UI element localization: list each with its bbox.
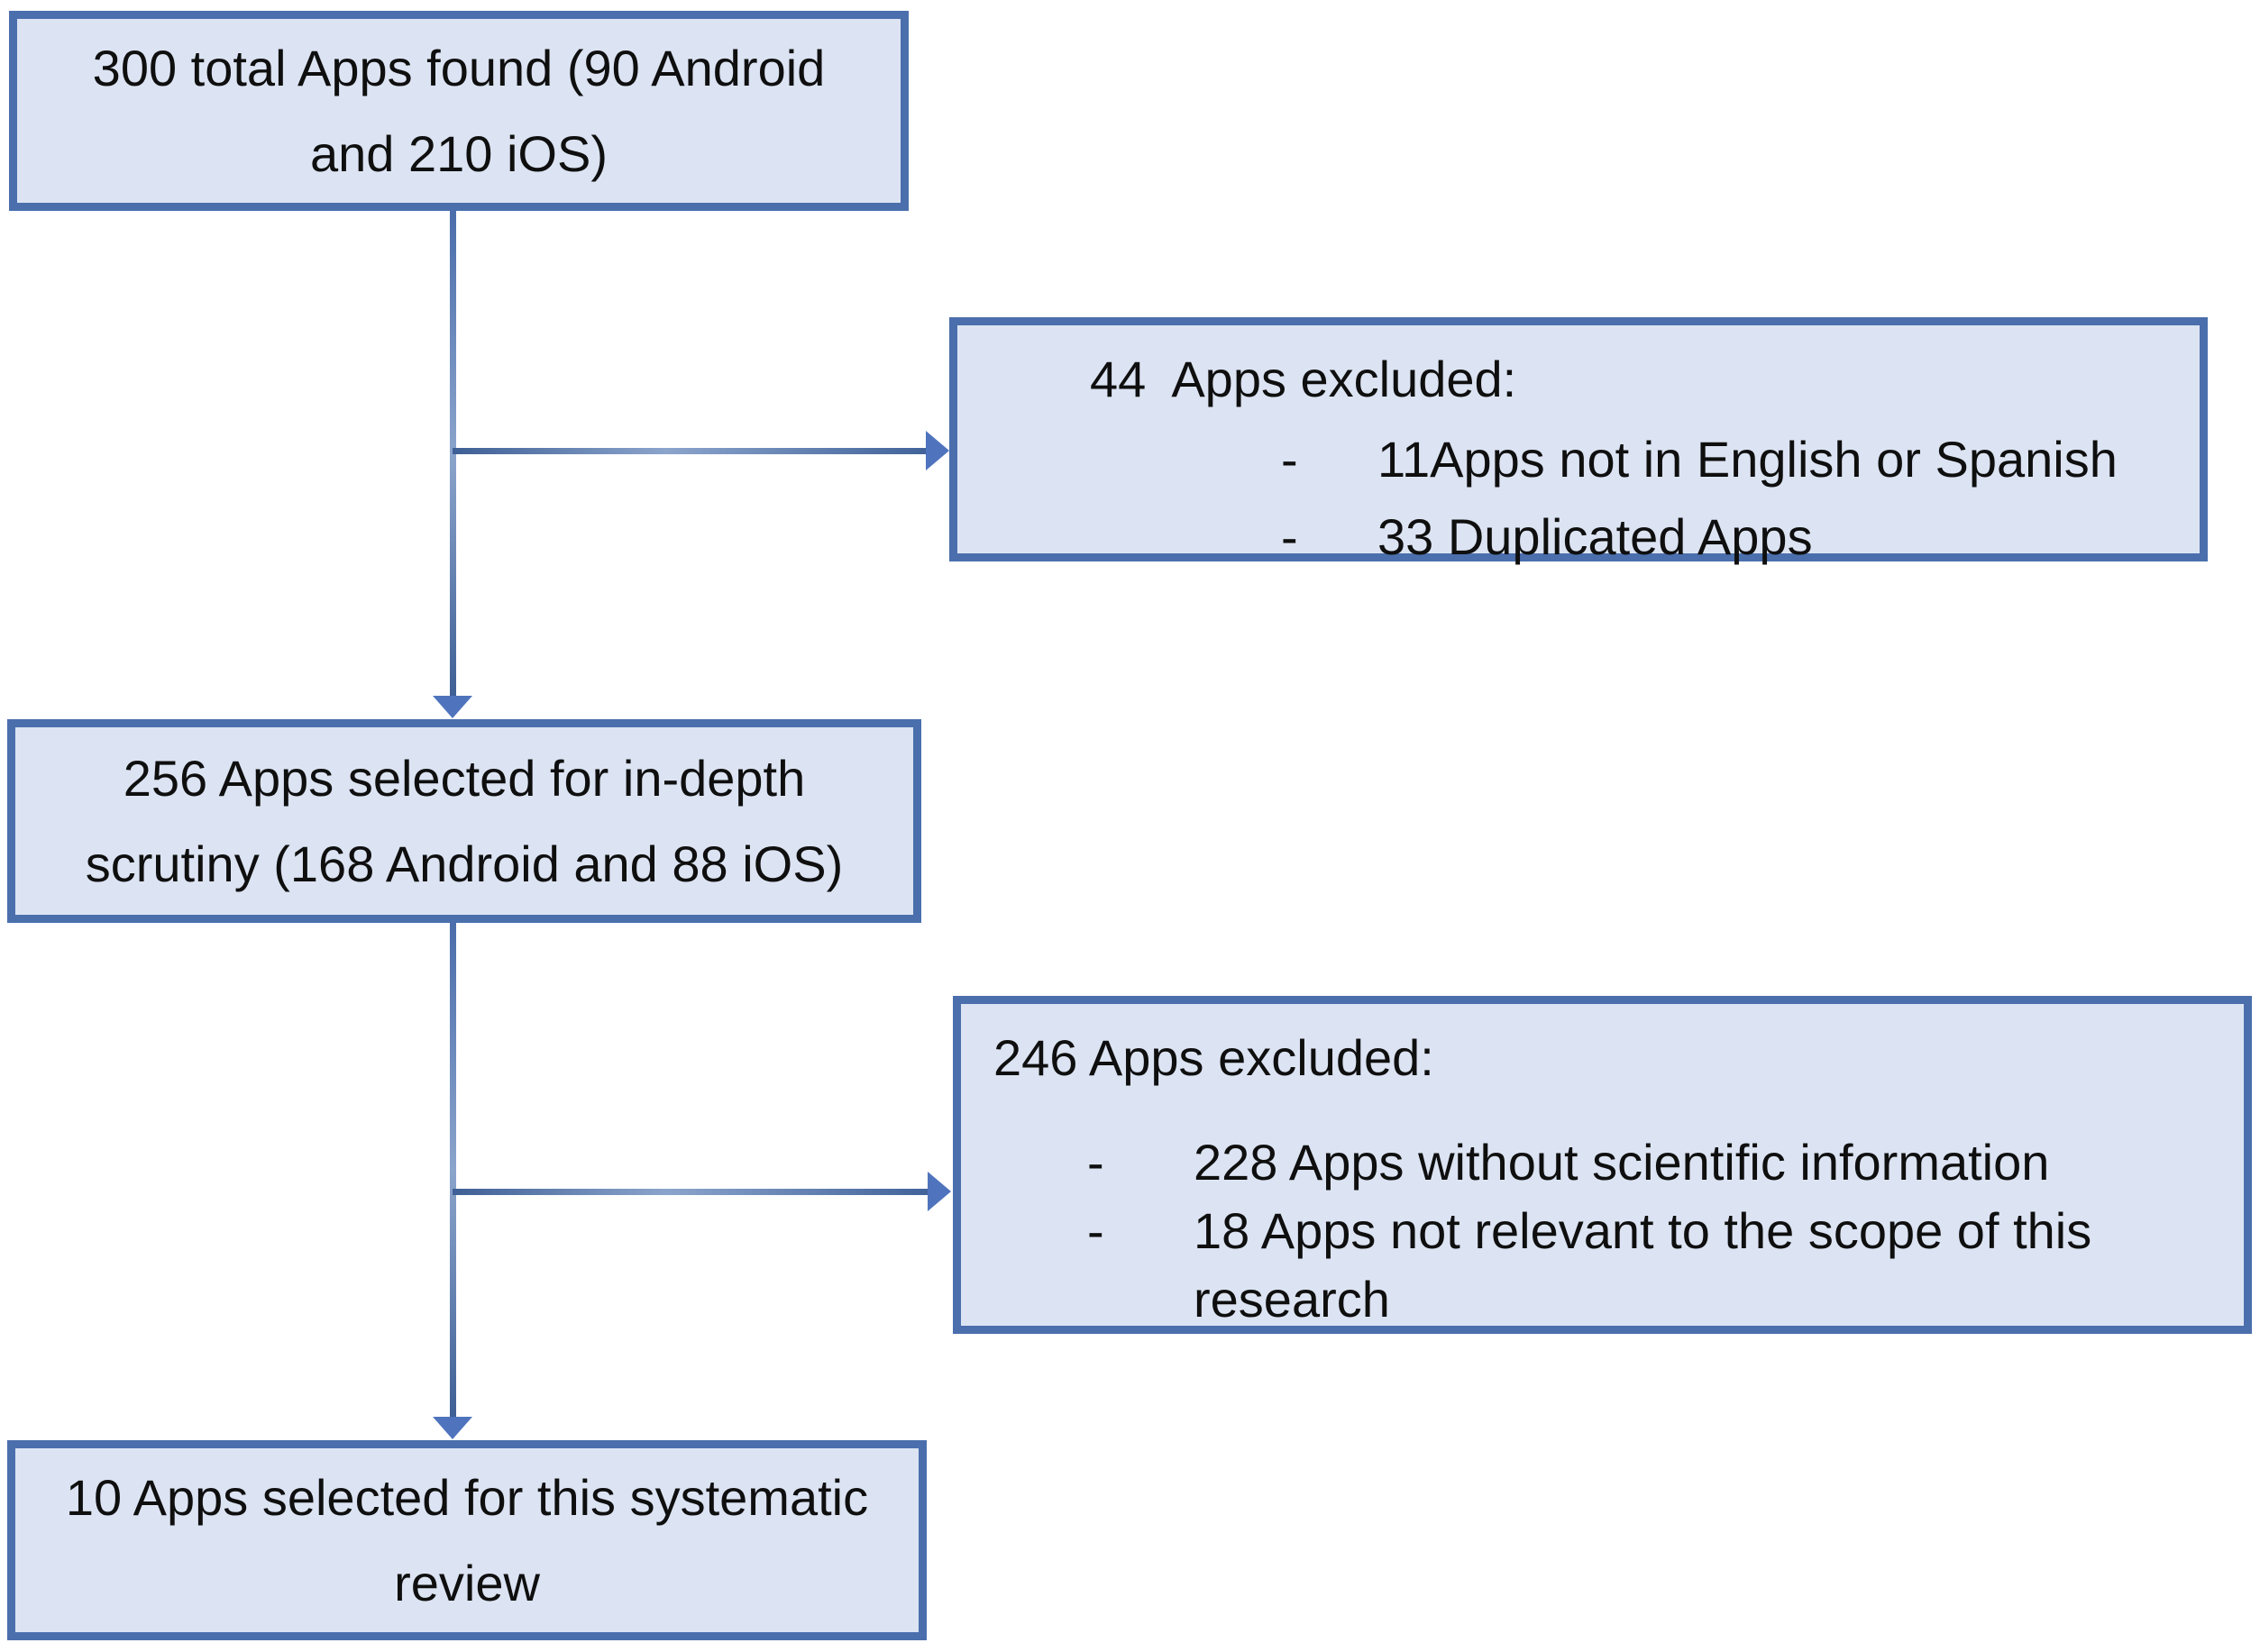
connector-to-second-exclusion [453, 1189, 929, 1195]
first-exclusion-list: - 11Apps not in English or Spanish - 33 … [957, 421, 2200, 576]
bullet-dash: - [1087, 1134, 1104, 1191]
first-exclusion-item-duplicates: 33 Duplicated Apps [1377, 508, 1813, 565]
total-apps-found-text: 300 total Apps found (90 Android and 210… [92, 40, 826, 182]
arrow-right-icon [926, 431, 949, 470]
bullet-dash: - [1281, 431, 1298, 488]
bullet-dash: - [1087, 1202, 1104, 1259]
connector-scrutiny-to-final [450, 923, 456, 1419]
list-item: - 18 Apps not relevant to the scope of t… [961, 1197, 2244, 1334]
second-exclusion-item-no-science: 228 Apps without scientific information [1194, 1134, 2050, 1191]
arrow-right-icon [928, 1172, 951, 1211]
arrow-down-icon [433, 696, 472, 718]
list-item: - 228 Apps without scientific informatio… [961, 1128, 2244, 1197]
apps-selected-scrutiny-box: 256 Apps selected for in-depth scrutiny … [7, 719, 921, 923]
first-exclusion-box: 44 Apps excluded: - 11Apps not in Englis… [949, 317, 2208, 565]
second-exclusion-item-not-relevant: 18 Apps not relevant to the scope of thi… [1194, 1202, 2092, 1328]
apps-selected-final-box: 10 Apps selected for this systematic rev… [7, 1440, 927, 1640]
arrow-down-icon [433, 1417, 472, 1439]
apps-selected-scrutiny-text: 256 Apps selected for in-depth scrutiny … [85, 750, 844, 892]
apps-selected-final-text: 10 Apps selected for this systematic rev… [65, 1469, 869, 1611]
second-exclusion-heading: 246 Apps excluded: [993, 1029, 1434, 1086]
total-apps-found-box: 300 total Apps found (90 Android and 210… [9, 11, 909, 211]
connector-to-first-exclusion [453, 448, 927, 454]
first-exclusion-item-language: 11Apps not in English or Spanish [1377, 431, 2118, 488]
second-exclusion-box: 246 Apps excluded: - 228 Apps without sc… [953, 996, 2252, 1334]
bullet-dash: - [1281, 508, 1298, 565]
list-item: - 11Apps not in English or Spanish [957, 421, 2200, 498]
connector-found-to-scrutiny [450, 211, 456, 698]
list-item: - 33 Duplicated Apps [957, 498, 2200, 576]
first-exclusion-heading: 44 Apps excluded: [1090, 351, 1517, 407]
second-exclusion-list: - 228 Apps without scientific informatio… [961, 1128, 2244, 1334]
